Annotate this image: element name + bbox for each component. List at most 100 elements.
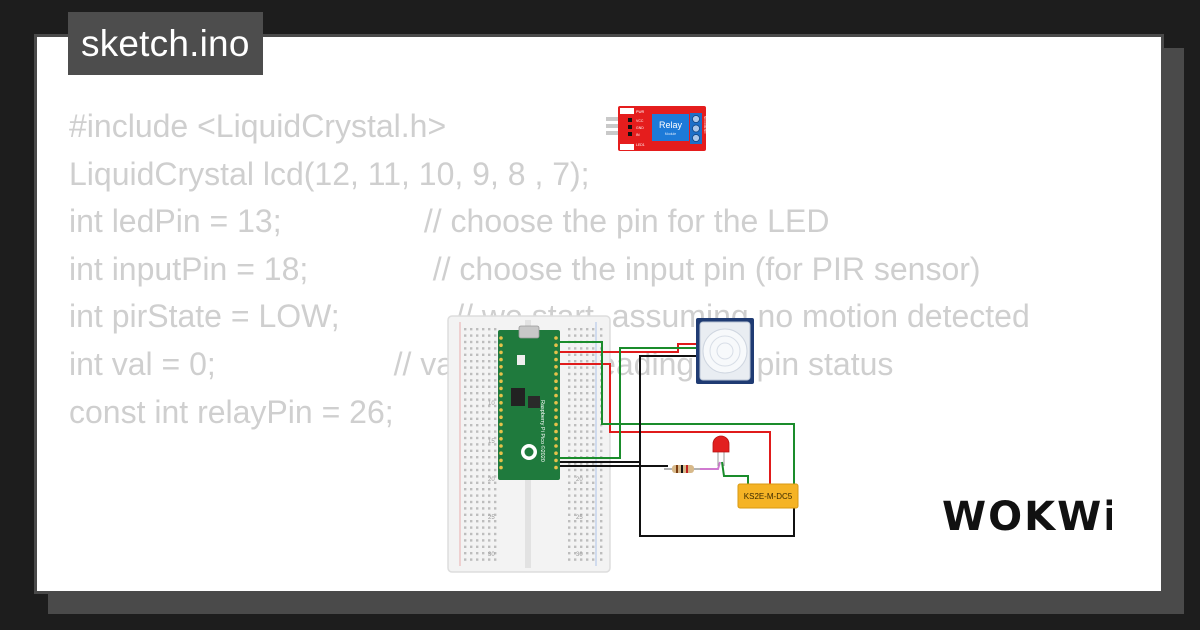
breadboard-hole xyxy=(470,417,473,420)
breadboard-hole xyxy=(580,353,583,356)
breadboard-hole xyxy=(580,532,583,536)
breadboard-hole xyxy=(586,475,589,478)
breadboard-hole xyxy=(592,436,595,440)
breadboard-hole xyxy=(482,494,485,497)
breadboard-hole xyxy=(482,328,485,331)
pico-pin xyxy=(499,465,503,470)
breadboard-hole xyxy=(592,520,595,523)
led[interactable] xyxy=(712,435,730,466)
breadboard-hole xyxy=(592,385,595,388)
breadboard-hole xyxy=(482,353,485,356)
relay-pin-label: PWR xyxy=(636,110,645,114)
breadboard-row-label: 30 xyxy=(576,552,583,558)
breadboard-hole xyxy=(494,532,497,536)
breadboard-hole xyxy=(580,468,583,472)
wokwi-logo[interactable]: WOKWi xyxy=(942,490,1112,540)
breadboard-hole xyxy=(464,481,467,484)
breadboard-hole xyxy=(586,398,589,401)
breadboard-holes xyxy=(464,328,603,561)
wire-red xyxy=(560,363,771,484)
breadboard-hole xyxy=(464,411,467,414)
breadboard-hole xyxy=(600,328,603,331)
breadboard-hole xyxy=(580,545,583,548)
pir-sensor[interactable] xyxy=(696,318,754,384)
breadboard-hole xyxy=(464,513,467,516)
breadboard-hole xyxy=(600,436,603,440)
file-tab[interactable]: sketch.ino xyxy=(68,12,263,75)
breadboard-hole xyxy=(592,379,595,382)
breadboard-hole xyxy=(482,481,485,484)
pico-pin xyxy=(499,422,503,427)
breadboard-hole xyxy=(586,392,589,395)
breadboard-hole xyxy=(470,456,473,459)
breadboard-hole xyxy=(464,340,467,344)
breadboard-hole xyxy=(574,353,577,356)
pico-pin xyxy=(554,365,558,369)
breadboard-hole xyxy=(464,507,467,510)
relay-pin-label: IN xyxy=(636,133,640,137)
breadboard-hole xyxy=(586,404,589,408)
breadboard-hole xyxy=(494,347,497,350)
breadboard-hole xyxy=(568,379,571,382)
breadboard-hole xyxy=(482,513,485,516)
breadboard-hole xyxy=(488,398,491,401)
breadboard-hole xyxy=(476,526,479,529)
breadboard-hole xyxy=(574,475,577,478)
breadboard-hole xyxy=(580,436,583,440)
code-line: const int relayPin = 26; xyxy=(69,393,394,430)
screw-terminal-icon xyxy=(692,115,700,123)
breadboard-hole xyxy=(574,385,577,388)
pico-pin xyxy=(554,451,558,456)
breadboard-hole xyxy=(470,494,473,497)
breadboard-hole xyxy=(494,494,497,497)
breadboard-hole xyxy=(494,398,497,401)
breadboard-hole xyxy=(574,545,577,548)
breadboard-hole xyxy=(568,417,571,420)
breadboard-hole xyxy=(568,449,571,452)
breadboard-hole xyxy=(600,500,603,504)
breadboard-hole xyxy=(568,520,571,523)
breadboard-hole xyxy=(586,494,589,497)
breadboard-hole xyxy=(470,334,473,337)
breadboard-hole xyxy=(488,449,491,452)
breadboard-hole xyxy=(476,360,479,363)
breadboard-hole xyxy=(600,539,603,542)
breadboard-hole xyxy=(482,462,485,465)
circuit-diagram: 10 15 20 25 30 20 25 30 Raspberry Pi Pic… xyxy=(447,106,799,573)
relay-module[interactable]: PWR VCC GND IN LED1 Relay Module NO COM … xyxy=(606,106,707,151)
breadboard-hole xyxy=(568,468,571,472)
resistor[interactable] xyxy=(664,465,700,473)
breadboard-hole xyxy=(494,481,497,484)
breadboard-hole xyxy=(482,475,485,478)
breadboard-hole xyxy=(600,334,603,337)
relay-component[interactable]: KS2E-M-DC5 xyxy=(737,483,799,509)
breadboard-hole xyxy=(482,379,485,382)
breadboard-hole xyxy=(592,500,595,504)
pico-board[interactable]: Raspberry Pi Pico ©2020 xyxy=(498,325,560,480)
breadboard-hole xyxy=(470,340,473,344)
breadboard-hole xyxy=(476,340,479,344)
breadboard-hole xyxy=(476,385,479,388)
breadboard-hole xyxy=(580,392,583,395)
breadboard-hole xyxy=(464,398,467,401)
breadboard-hole xyxy=(476,520,479,523)
breadboard-hole xyxy=(476,545,479,548)
breadboard-hole xyxy=(476,456,479,459)
pico-pin xyxy=(554,379,558,384)
breadboard-hole xyxy=(476,513,479,516)
breadboard-hole xyxy=(568,424,571,427)
breadboard-hole xyxy=(476,430,479,433)
breadboard-row-label: 15 xyxy=(488,439,495,445)
breadboard-hole xyxy=(482,456,485,459)
breadboard-hole xyxy=(488,334,491,337)
pico-pin xyxy=(554,350,558,355)
breadboard-hole xyxy=(464,392,467,395)
breadboard-hole xyxy=(574,558,577,561)
pico-pin xyxy=(554,343,558,348)
breadboard-hole xyxy=(476,392,479,395)
breadboard-hole xyxy=(464,462,467,465)
breadboard-hole xyxy=(586,411,589,414)
breadboard-hole xyxy=(482,532,485,536)
breadboard-hole xyxy=(476,398,479,401)
breadboard-hole xyxy=(482,552,485,555)
